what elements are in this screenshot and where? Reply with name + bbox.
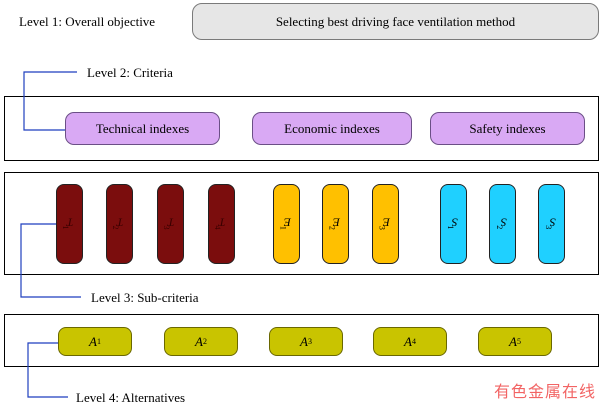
criterion-technical: Technical indexes — [65, 112, 220, 145]
subcriterion-letter: E — [382, 215, 390, 230]
subcriterion-letter: T — [66, 215, 74, 230]
watermark: 有色金属在线 — [493, 382, 596, 401]
criterion-economic-label: Economic indexes — [284, 120, 380, 136]
level-2-label: Level 2: Criteria — [87, 65, 173, 80]
subcriterion-letter: T — [116, 215, 124, 230]
alternative-index: 5 — [516, 337, 521, 346]
goal-label: Selecting best driving face ventilation … — [275, 13, 516, 29]
subcriterion-T2: T2 — [106, 184, 133, 264]
alternatives-frame — [4, 314, 599, 367]
subcriterion-E3: E3 — [372, 184, 399, 264]
level-1-label: Level 1: Overall objective — [19, 14, 156, 29]
level-2-connector — [23, 71, 77, 131]
subcriteria-frame — [4, 172, 599, 275]
criterion-technical-label: Technical indexes — [95, 120, 190, 136]
alternative-letter: A — [509, 333, 517, 349]
subcriterion-letter: S — [549, 215, 556, 230]
alternative-letter: A — [89, 333, 97, 349]
level-3-label: Level 3: Sub-criteria — [91, 290, 199, 305]
alternative-index: 2 — [202, 337, 207, 346]
subcriterion-S2: S2 — [489, 184, 516, 264]
subcriterion-E1: E1 — [273, 184, 300, 264]
subcriterion-letter: S — [451, 215, 458, 230]
criterion-safety: Safety indexes — [430, 112, 585, 145]
subcriterion-T4: T4 — [208, 184, 235, 264]
alternative-letter: A — [300, 333, 308, 349]
subcriterion-S3: S3 — [538, 184, 565, 264]
subcriterion-letter: E — [283, 215, 291, 230]
subcriterion-letter: T — [167, 215, 175, 230]
subcriterion-letter: E — [332, 215, 340, 230]
alternative-index: 1 — [96, 337, 101, 346]
goal-box: Selecting best driving face ventilation … — [192, 3, 599, 40]
alternative-index: 3 — [307, 337, 312, 346]
level-3-connector — [20, 223, 81, 298]
subcriterion-T1: T1 — [56, 184, 83, 264]
subcriterion-E2: E2 — [322, 184, 349, 264]
criterion-safety-label: Safety indexes — [469, 120, 546, 136]
subcriterion-letter: T — [218, 215, 226, 230]
criteria-frame — [4, 96, 599, 161]
level-4-connector — [27, 342, 68, 398]
subcriterion-letter: S — [500, 215, 507, 230]
subcriterion-S1: S1 — [440, 184, 467, 264]
alternative-letter: A — [195, 333, 203, 349]
subcriterion-T3: T3 — [157, 184, 184, 264]
criterion-economic: Economic indexes — [252, 112, 412, 145]
alternative-letter: A — [404, 333, 412, 349]
level-4-label: Level 4: Alternatives — [76, 390, 186, 405]
alternative-index: 4 — [411, 337, 416, 346]
